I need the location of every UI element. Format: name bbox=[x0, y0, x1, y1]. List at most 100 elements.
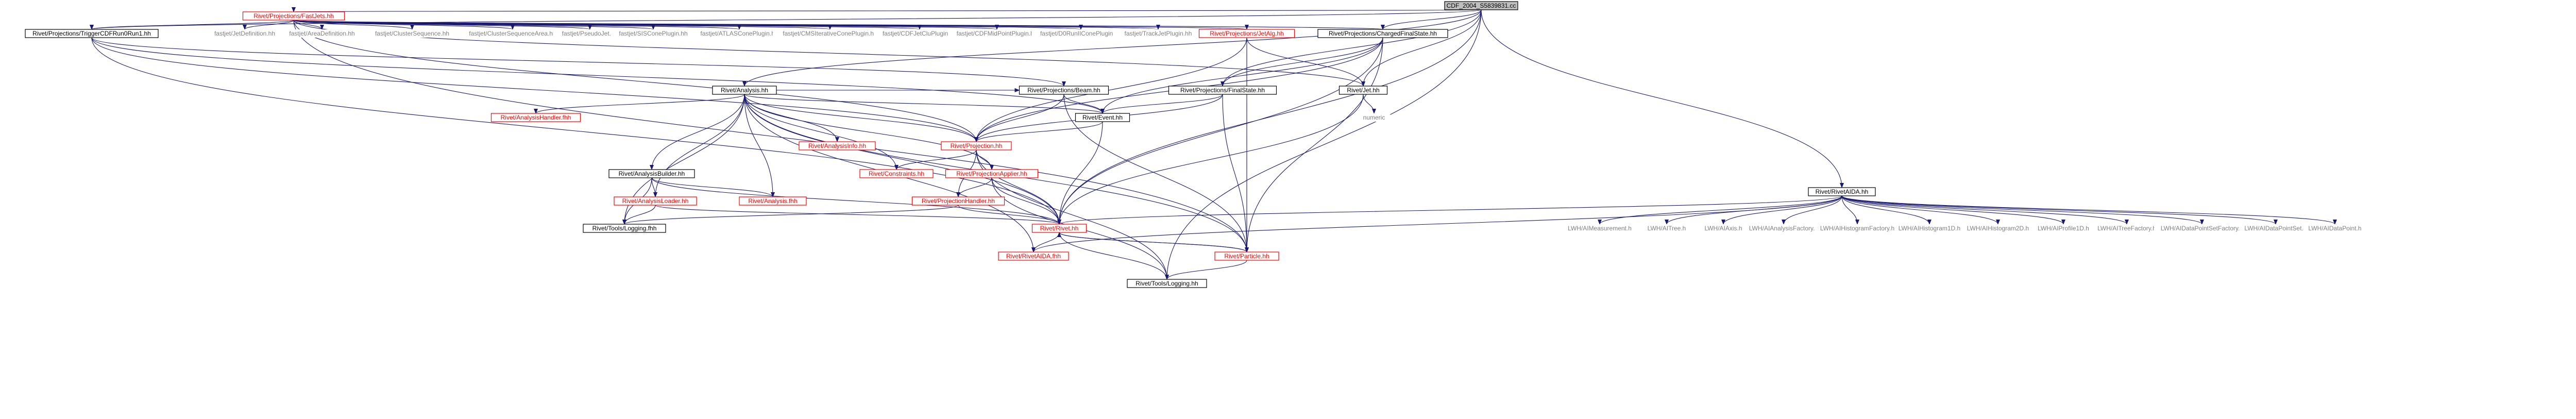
node-box bbox=[1963, 224, 2033, 232]
node-label: LWH/AITree.h bbox=[1648, 225, 1686, 232]
node-rivet-constraints-hh[interactable]: Rivet/Constraints.hh bbox=[859, 169, 934, 178]
edge-fastjets-to-jetdef bbox=[243, 20, 294, 30]
node-lwh-aimeasurement-h[interactable]: LWH/AIMeasurement.h bbox=[1565, 224, 1635, 232]
edge-fastjets-to-clusterseqarea bbox=[293, 20, 515, 30]
edge-rivetaida-to-aidpsfactory bbox=[1841, 195, 2204, 225]
node-label: LWH/AIMeasurement.h bbox=[1568, 225, 1632, 232]
node-label: Rivet/Tools/Logging.fhh bbox=[592, 225, 657, 232]
node-box bbox=[611, 29, 696, 38]
node-rivet-rivetaida-hh[interactable]: Rivet/RivetAIDA.hh bbox=[1808, 187, 1876, 196]
node-rivet-event-hh[interactable]: Rivet/Event.hh bbox=[1075, 113, 1130, 122]
edge-root-to-jet bbox=[1361, 9, 1482, 87]
edge-jet-to-numeric bbox=[1363, 94, 1376, 114]
edge-projhandler-to-rivethh bbox=[958, 205, 1061, 225]
edge-fastjets-to-trigger bbox=[90, 20, 294, 30]
node-lwh-aiaxis-h[interactable]: LWH/AIAxis.h bbox=[1699, 224, 1748, 232]
node-lwh-aianalysisfactory-h[interactable]: LWH/AIAnalysisFactory.h bbox=[1742, 224, 1825, 232]
node-rivet-projections-finalstate-hh[interactable]: Rivet/Projections/FinalState.hh bbox=[1168, 86, 1277, 95]
node-box bbox=[25, 29, 159, 38]
edge-trigger-to-event bbox=[91, 37, 1105, 114]
node-rivet-projections-beam-hh[interactable]: Rivet/Projections/Beam.hh bbox=[1019, 86, 1109, 95]
node-box bbox=[1198, 29, 1295, 38]
edge-analysisbuilder-to-rivethh bbox=[651, 177, 1061, 225]
node-rivet-analysis-fhh[interactable]: Rivet/Analysis.fhh bbox=[739, 196, 807, 206]
node-label: Rivet/Jet.hh bbox=[1347, 87, 1379, 94]
node-label: LWH/AIAnalysisFactory.h bbox=[1749, 225, 1818, 232]
edge-trigger-to-projection bbox=[91, 37, 978, 142]
node-rivet-analysis-hh[interactable]: Rivet/Analysis.hh bbox=[712, 86, 777, 95]
node-lwh-aihistogramfactory-h[interactable]: LWH/AIHistogramFactory.h bbox=[1815, 224, 1900, 232]
node-fastjet-sisconeplugin-hh[interactable]: fastjet/SISConePlugin.hh bbox=[611, 29, 696, 38]
node-fastjet-d0runiiconeplugin-hh[interactable]: fastjet/D0RunIIConePlugin.hh bbox=[1031, 29, 1130, 38]
node-label: Rivet/Analysis.fhh bbox=[748, 197, 797, 205]
node-lwh-aidatapointset-h[interactable]: LWH/AIDataPointSet.h bbox=[2239, 224, 2312, 232]
node-rivet-projectionhandler-hh[interactable]: Rivet/ProjectionHandler.hh bbox=[911, 196, 1005, 206]
node-label: Rivet/Projections/ChargedFinalState.hh bbox=[1329, 30, 1437, 37]
node-fastjet-atlasconeplugin-hh[interactable]: fastjet/ATLASConePlugin.hh bbox=[693, 29, 786, 38]
node-label: Rivet/Event.hh bbox=[1082, 114, 1123, 121]
node-fastjet-cdfmidpointplugin-hh[interactable]: fastjet/CDFMidPointPlugin.hh bbox=[947, 29, 1046, 38]
node-lwh-aidatapoint-h[interactable]: LWH/AIDataPoint.h bbox=[2303, 224, 2367, 232]
node-label: Rivet/Projections/TriggerCDFRun0Run1.hh bbox=[32, 30, 151, 37]
edge-rivetaida-to-aidps bbox=[1841, 195, 2278, 225]
edge-fastjets-to-clusterseq bbox=[293, 20, 414, 30]
node-rivet-tools-logging-hh[interactable]: Rivet/Tools/Logging.hh bbox=[1127, 279, 1207, 288]
node-cdf-2004-s5839831-cc[interactable]: CDF_2004_S5839831.cc bbox=[1444, 1, 1518, 10]
node-rivet-rivet-hh[interactable]: Rivet/Rivet.hh bbox=[1031, 224, 1087, 233]
node-box bbox=[1113, 29, 1203, 38]
node-rivet-analysisloader-hh[interactable]: Rivet/AnalysisLoader.hh bbox=[614, 196, 697, 206]
node-lwh-aihistogram1d-h[interactable]: LWH/AIHistogram1D.h bbox=[1894, 224, 1964, 232]
node-rivet-projection-hh[interactable]: Rivet/Projection.hh bbox=[941, 141, 1012, 150]
node-rivet-particle-hh[interactable]: Rivet/Particle.hh bbox=[1214, 252, 1279, 261]
node-label: fastjet/ATLASConePlugin.hh bbox=[700, 30, 778, 37]
edge-trigger-to-beam bbox=[91, 37, 1066, 87]
edge-analysis-to-analysishandler bbox=[534, 94, 745, 114]
node-lwh-aitreefactory-h[interactable]: LWH/AITreeFactory.h bbox=[2092, 224, 2162, 232]
edge-projapplier-to-projhandler bbox=[956, 177, 992, 197]
node-fastjet-cmsiterativeconeplugin-hh[interactable]: fastjet/CMSIterativeConePlugin.hh bbox=[773, 29, 887, 38]
edge-root-to-analysis bbox=[742, 9, 1482, 87]
edge-rivethh-to-rivetaidafhh bbox=[1031, 232, 1060, 253]
node-box bbox=[1019, 86, 1109, 95]
node-box bbox=[366, 29, 459, 38]
node-box bbox=[1075, 113, 1130, 122]
edge-projapplier-to-rivethh bbox=[991, 177, 1061, 225]
node-fastjet-clustersequence-hh[interactable]: fastjet/ClusterSequence.hh bbox=[366, 29, 459, 38]
node-fastjet-pseudojet-hh[interactable]: fastjet/PseudoJet.hh bbox=[553, 29, 626, 38]
node-rivet-projections-triggercdfrun0run1-hh[interactable]: Rivet/Projections/TriggerCDFRun0Run1.hh bbox=[25, 29, 159, 38]
edge-analysisbuilder-to-analysisfhh bbox=[651, 177, 775, 197]
node-numeric[interactable]: numeric bbox=[1358, 113, 1391, 122]
node-rivet-jet-hh[interactable]: Rivet/Jet.hh bbox=[1338, 86, 1388, 95]
node-rivet-projections-chargedfinalstate-hh[interactable]: Rivet/Projections/ChargedFinalState.hh bbox=[1317, 29, 1448, 38]
node-rivet-tools-logging-fhh[interactable]: Rivet/Tools/Logging.fhh bbox=[583, 224, 666, 233]
node-label: Rivet/Analysis.hh bbox=[721, 87, 768, 94]
node-box bbox=[1127, 279, 1207, 288]
node-box bbox=[614, 196, 697, 206]
node-rivet-rivetaida-fhh[interactable]: Rivet/RivetAIDA.fhh bbox=[998, 252, 1069, 261]
node-box bbox=[1815, 224, 1900, 232]
node-label: fastjet/CMSIterativeConePlugin.hh bbox=[783, 30, 877, 37]
node-box bbox=[1808, 187, 1876, 196]
node-fastjet-jetdefinition-hh[interactable]: fastjet/JetDefinition.hh bbox=[202, 29, 287, 38]
node-lwh-aidatapointsetfactory-h[interactable]: LWH/AIDataPointSetFactory.h bbox=[2154, 224, 2250, 232]
edge-analysis-to-rivethh bbox=[744, 94, 1061, 225]
node-label: Rivet/AnalysisLoader.hh bbox=[622, 197, 689, 205]
node-rivet-analysishandler-fhh[interactable]: Rivet/AnalysisHandler.fhh bbox=[490, 113, 581, 122]
node-label: fastjet/ClusterSequenceArea.hh bbox=[469, 30, 556, 37]
node-lwh-aitree-h[interactable]: LWH/AITree.h bbox=[1642, 224, 1691, 232]
node-rivet-projections-fastjets-hh[interactable]: Rivet/Projections/FastJets.hh bbox=[242, 11, 345, 21]
node-fastjet-clustersequencearea-hh[interactable]: fastjet/ClusterSequenceArea.hh bbox=[460, 29, 565, 38]
node-rivet-projectionapplier-hh[interactable]: Rivet/ProjectionApplier.hh bbox=[945, 169, 1039, 178]
node-box bbox=[1642, 224, 1691, 232]
node-lwh-aiprofile1d-h[interactable]: LWH/AIProfile1D.h bbox=[2031, 224, 2095, 232]
node-rivet-projections-jetalg-hh[interactable]: Rivet/Projections/JetAlg.hh bbox=[1198, 29, 1295, 38]
edge-analysis-to-analysisfhh bbox=[744, 94, 775, 197]
node-box bbox=[941, 141, 1012, 150]
node-fastjet-trackjetplugin-hh[interactable]: fastjet/TrackJetPlugin.hh bbox=[1113, 29, 1203, 38]
node-fastjet-cdfjetcluplugin-hh[interactable]: fastjet/CDFJetCluPlugin.hh bbox=[873, 29, 966, 38]
node-lwh-aihistogram2d-h[interactable]: LWH/AIHistogram2D.h bbox=[1963, 224, 2033, 232]
node-rivet-analysisbuilder-hh[interactable]: Rivet/AnalysisBuilder.hh bbox=[608, 169, 695, 178]
node-rivet-analysisinfo-hh[interactable]: Rivet/AnalysisInfo.hh bbox=[799, 141, 876, 150]
node-fastjet-areadefinition-hh[interactable]: fastjet/AreaDefinition.hh bbox=[277, 29, 367, 38]
node-box bbox=[1699, 224, 1748, 232]
